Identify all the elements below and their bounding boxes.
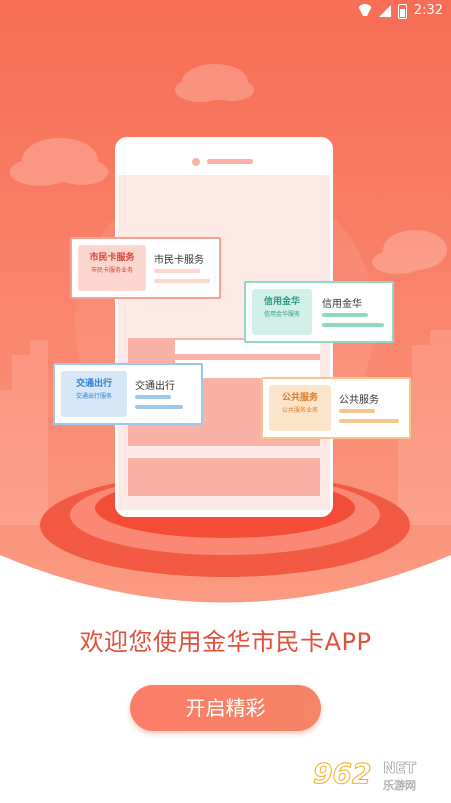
card-badge: 市民卡服务 市民卡服务业务	[78, 245, 146, 291]
badge-title: 公共服务	[281, 393, 318, 403]
wifi-icon	[357, 4, 373, 16]
signal-icon	[379, 5, 391, 17]
status-time: 2:32	[413, 3, 443, 18]
watermark-net: NET	[383, 759, 417, 778]
service-card-public: 公共服务 公共服务业务 公共服务	[261, 377, 411, 439]
service-card-credit: 信用金华 信用金华服务 信用金华	[244, 281, 394, 343]
card-line	[154, 269, 200, 273]
service-card-citizen: 市民卡服务 市民卡服务业务 市民卡服务	[70, 237, 221, 299]
status-bar: 2:32	[0, 0, 451, 24]
badge-subtitle: 市民卡服务业务	[90, 267, 133, 274]
card-badge: 信用金华 信用金华服务	[252, 289, 312, 335]
watermark-logo: 962 NET 乐游网	[312, 757, 441, 793]
badge-subtitle: 公共服务业务	[281, 407, 318, 414]
watermark-cn: 乐游网	[383, 779, 416, 792]
card-line	[322, 313, 368, 317]
badge-subtitle: 信用金华服务	[263, 311, 300, 318]
badge-title: 信用金华	[263, 297, 300, 307]
badge-title: 市民卡服务	[89, 253, 135, 263]
card-label: 市民卡服务	[154, 255, 204, 266]
card-line	[339, 409, 375, 413]
badge-subtitle: 交通出行服务	[75, 393, 112, 400]
card-line	[154, 279, 210, 283]
card-label: 交通出行	[135, 381, 175, 392]
card-line	[135, 395, 171, 399]
watermark-number: 962	[312, 757, 372, 791]
start-button[interactable]: 开启精彩	[130, 685, 321, 731]
card-badge: 公共服务 公共服务业务	[269, 385, 331, 431]
card-line	[135, 405, 183, 409]
battery-icon	[398, 4, 407, 19]
card-label: 信用金华	[322, 299, 362, 310]
card-label: 公共服务	[339, 395, 379, 406]
badge-title: 交通出行	[75, 379, 112, 389]
card-badge: 交通出行 交通出行服务	[61, 371, 127, 417]
service-card-transport: 交通出行 交通出行服务 交通出行	[53, 363, 203, 425]
card-line	[339, 419, 399, 423]
card-line	[322, 323, 384, 327]
welcome-title: 欢迎您使用金华市民卡APP	[79, 628, 372, 656]
